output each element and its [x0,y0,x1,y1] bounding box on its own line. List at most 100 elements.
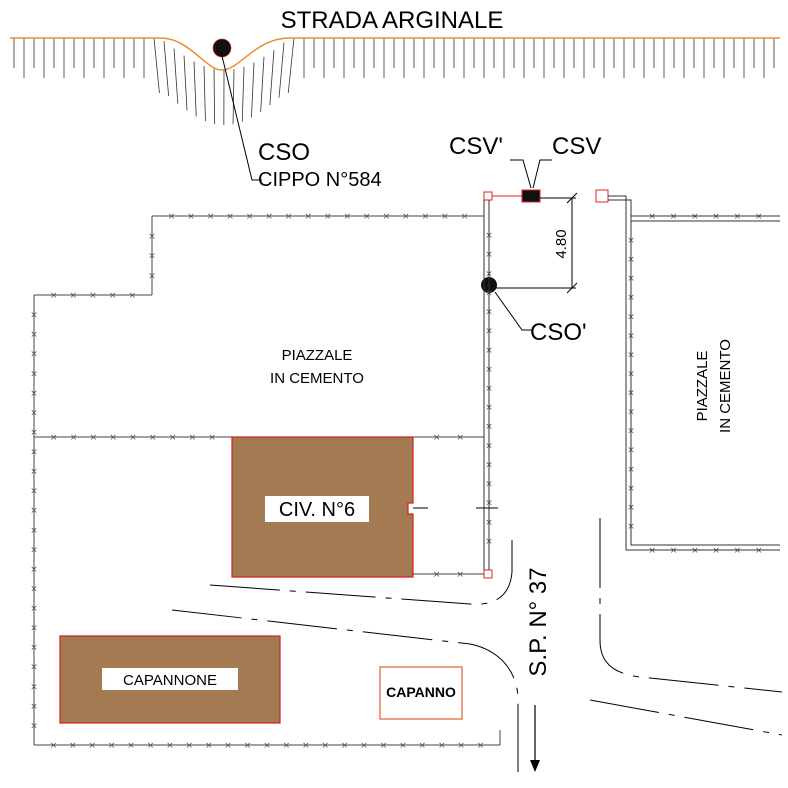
piazzale-right-line2: IN CEMENTO [717,339,734,433]
fence-x-mark: × [148,252,156,262]
north-arrow-icon [530,705,540,772]
gate-post-right [595,189,609,203]
fence-x-mark: × [649,212,657,222]
road-name-top: STRADA ARGINALE [281,7,504,34]
fence-x-mark: × [712,546,720,556]
fence-x-mark: × [189,433,197,443]
building-label-box [265,496,369,522]
fence-x-mark: × [30,682,38,692]
fence-x-mark: × [457,570,465,580]
valve-icon [521,189,541,203]
hatch-tick [278,42,285,98]
fence-x-mark: × [302,741,310,751]
piazzale-left-line1: PIAZZALE [282,347,353,364]
fence-x-mark: × [321,741,329,751]
fence-x-mark: × [166,741,174,751]
fence-x-mark: × [148,271,156,281]
fence-x-mark: × [30,565,38,575]
fence-x-mark: × [30,643,38,653]
fence-x-mark: × [108,741,116,751]
hatch-tick [287,37,295,94]
fence-x-mark: × [438,741,446,751]
fence-x-mark: × [88,741,96,751]
fence-x-mark: × [402,212,410,222]
fence-x-mark: × [129,433,137,443]
csv-leader [532,159,552,189]
dimension-tick-bottom [566,282,578,294]
fence-x-mark: × [344,212,352,222]
fence-x-mark: × [283,741,291,751]
fence-x-mark: × [649,546,657,556]
fence-x-mark: × [169,433,177,443]
fence-x-mark: × [244,741,252,751]
fence-x-mark: × [30,330,38,340]
fence-x-mark: × [168,212,176,222]
road-sp-label: S.P. N° 37 [525,567,552,676]
fence-x-mark: × [712,212,720,222]
fence-x-mark: × [30,721,38,731]
embankment-line [10,37,780,71]
fence-x-mark: × [461,212,469,222]
fence-x-mark: × [30,545,38,555]
fence-x-mark: × [755,546,763,556]
fence-x-mark: × [360,741,368,751]
fence-x-mark: × [205,741,213,751]
fence-x-mark: × [90,433,98,443]
fence-x-mark: × [226,212,234,222]
fence-x-mark: × [187,212,195,222]
capannone-label-box [102,668,238,690]
fence-x-mark: × [148,232,156,242]
piazzale-right-line1: PIAZZALE [694,351,711,422]
fence-x-mark: × [383,212,391,222]
piazzale-left-line2: IN CEMENTO [270,370,364,387]
fence-x-mark: × [285,212,293,222]
dimension-tick-top [566,192,578,204]
fence-x-mark: × [109,291,117,301]
fence-x-mark: × [89,291,97,301]
fence-x-mark: × [30,350,38,360]
hatch-tick [260,56,265,112]
fence-x-mark: × [30,702,38,712]
road-edge-right [599,518,783,693]
fence-x-mark: × [324,212,332,222]
fence-x-mark: × [30,584,38,594]
fence-x-mark: × [265,212,273,222]
hatch-tick [251,62,255,118]
fence-x-mark: × [477,741,485,751]
fence-x-mark: × [208,433,216,443]
building-capanno [379,666,463,720]
capannone-label: CAPANNONE [123,672,217,689]
road-edge-lower-left [171,609,519,772]
hatch-tick [193,61,197,117]
fence-x-mark: × [50,741,58,751]
fence-x-mark: × [50,291,58,301]
fence-x-mark: × [734,546,742,556]
fence-x-mark: × [186,741,194,751]
fence-x-mark: × [30,311,38,321]
hatch-tick [173,48,179,104]
fence-x-mark: × [69,741,77,751]
fence-x-mark: × [30,604,38,614]
fence-x-mark: × [149,433,157,443]
fence-x-mark: × [691,546,699,556]
csv-prime-leader [510,159,532,189]
fence-x-mark: × [734,212,742,222]
cippo-label: CIPPO N°584 [258,169,382,191]
fence-x-mark: × [263,741,271,751]
hatch-tick [232,69,235,125]
fence-x-mark: × [30,448,38,458]
fence-x-mark: × [207,212,215,222]
fence-x-mark: × [380,741,388,751]
fence-x-mark: × [30,467,38,477]
fence-x-mark: × [109,433,117,443]
fence-x-mark: × [304,212,312,222]
right-area-boundary-inner [608,199,780,546]
cso-leader-line [221,55,262,181]
fence-x-mark: × [30,624,38,634]
road-edge-lower-right [589,699,783,736]
csv-prime-label: CSV' [449,133,503,160]
hatch-tick [241,66,245,122]
fence-x-mark: × [30,369,38,379]
